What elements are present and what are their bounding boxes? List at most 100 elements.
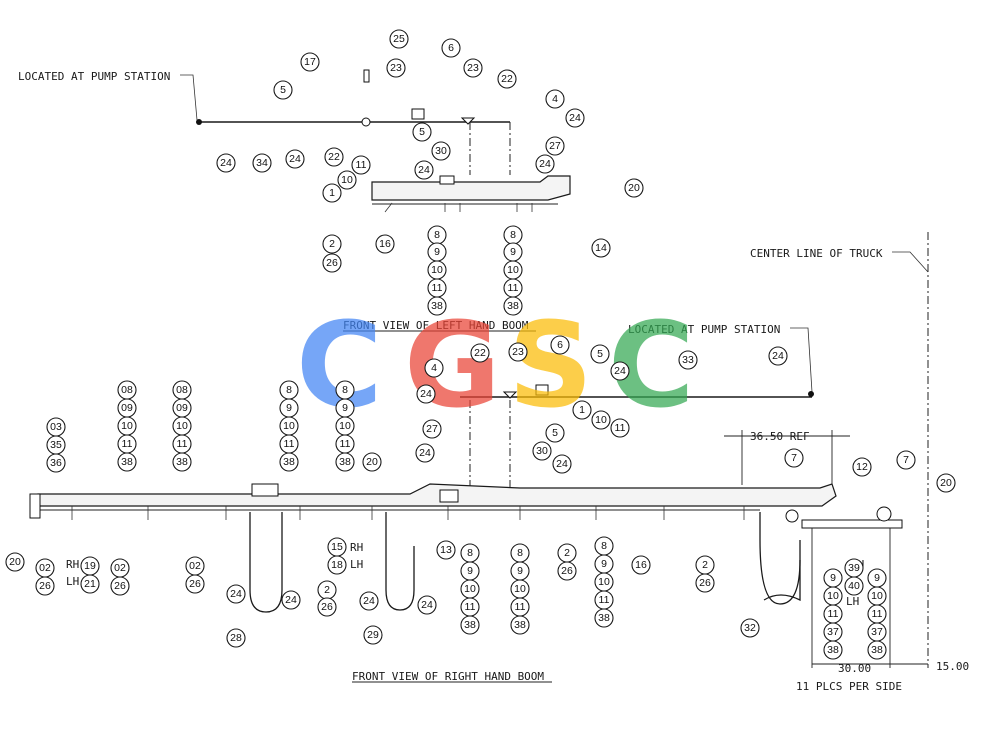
callout-bubble: 5 <box>273 80 293 100</box>
left-tee-fitting <box>361 117 371 127</box>
svg-text:24: 24 <box>418 164 430 176</box>
svg-text:6: 6 <box>557 339 563 351</box>
callout-bubble: 27 <box>545 136 565 156</box>
left-hose-fitting <box>196 119 202 125</box>
lh-label-c: LH <box>846 595 859 608</box>
svg-text:38: 38 <box>598 612 610 624</box>
svg-text:26: 26 <box>39 580 51 592</box>
callout-bubble: 22 <box>470 343 490 363</box>
callout-bubble: 38 <box>460 615 480 635</box>
svg-text:37: 37 <box>871 626 883 638</box>
svg-text:17: 17 <box>304 56 316 68</box>
svg-text:34: 34 <box>256 157 268 169</box>
svg-text:11: 11 <box>828 608 839 620</box>
svg-text:11: 11 <box>508 282 519 294</box>
callout-bubble: 8 <box>594 536 614 556</box>
svg-text:24: 24 <box>420 388 432 400</box>
svg-text:9: 9 <box>286 402 292 414</box>
svg-text:5: 5 <box>597 348 603 360</box>
svg-text:38: 38 <box>514 619 526 631</box>
left-pump-note-leader <box>180 74 198 121</box>
callout-bubble: 10 <box>337 170 357 190</box>
svg-text:24: 24 <box>285 594 297 606</box>
callout-bubble: 2 <box>322 234 342 254</box>
svg-text:8: 8 <box>467 547 473 559</box>
callout-bubble: 38 <box>594 608 614 628</box>
svg-text:10: 10 <box>176 420 188 432</box>
svg-text:11: 11 <box>432 282 443 294</box>
svg-text:20: 20 <box>628 182 640 194</box>
callout-bubble: 26 <box>557 561 577 581</box>
svg-text:10: 10 <box>341 174 353 186</box>
callout-bubble: 5 <box>590 344 610 364</box>
callout-bubble: 16 <box>631 555 651 575</box>
svg-text:02: 02 <box>114 562 126 574</box>
svg-text:13: 13 <box>440 544 452 556</box>
callout-bubble: 37 <box>867 622 887 642</box>
center-line-label: CENTER LINE OF TRUCK <box>750 247 883 260</box>
svg-text:24: 24 <box>614 365 626 377</box>
callout-bubble: 10 <box>823 586 843 606</box>
callout-bubble: 24 <box>226 584 246 604</box>
svg-text:30: 30 <box>435 145 447 157</box>
svg-text:18: 18 <box>331 559 343 571</box>
callout-bubble: 15 <box>327 537 347 557</box>
callout-bubble: 11 <box>460 597 480 617</box>
svg-text:11: 11 <box>615 422 626 434</box>
callout-bubble: 26 <box>695 573 715 593</box>
right-boom-assembly: LOCATED AT PUMP STATION CENTER LINE OF T… <box>29 232 969 693</box>
svg-text:38: 38 <box>121 456 133 468</box>
callout-bubble: 13 <box>436 540 456 560</box>
svg-text:14: 14 <box>595 242 607 254</box>
callout-bubble: 22 <box>497 69 517 89</box>
callout-bubble: 24 <box>417 595 437 615</box>
svg-text:9: 9 <box>874 572 880 584</box>
svg-text:11: 11 <box>599 594 610 606</box>
svg-text:26: 26 <box>326 257 338 269</box>
svg-text:8: 8 <box>286 384 292 396</box>
svg-text:11: 11 <box>356 159 367 171</box>
svg-text:2: 2 <box>329 238 335 250</box>
svg-text:9: 9 <box>517 565 523 577</box>
svg-text:4: 4 <box>431 362 437 374</box>
left-boom-body <box>371 175 571 201</box>
callout-bubble: 26 <box>110 576 130 596</box>
callout-bubble: 8 <box>335 380 355 400</box>
left-nozzle-drops <box>384 202 533 213</box>
callout-bubble: 9 <box>594 554 614 574</box>
callout-bubble: 9 <box>503 242 523 262</box>
callout-bubble: 5 <box>545 423 565 443</box>
callout-bubble: 4 <box>424 358 444 378</box>
svg-text:10: 10 <box>595 414 607 426</box>
callout-bubble: 11 <box>503 278 523 298</box>
center-line-leader <box>892 251 929 273</box>
inner-boom-section <box>801 519 903 529</box>
callout-bubble: 9 <box>510 561 530 581</box>
svg-text:22: 22 <box>328 151 340 163</box>
right-pump-note-leader <box>790 327 813 393</box>
rh-label-a: RH <box>66 558 79 571</box>
callout-bubble: 38 <box>823 640 843 660</box>
svg-text:5: 5 <box>552 427 558 439</box>
svg-text:10: 10 <box>598 576 610 588</box>
svg-text:16: 16 <box>379 238 391 250</box>
dim-30: 30.00 <box>838 662 871 675</box>
ref-dimension: 36.50 REF <box>750 430 810 443</box>
svg-text:27: 27 <box>549 140 561 152</box>
callout-bubble: 9 <box>335 398 355 418</box>
callout-bubble: 10 <box>594 572 614 592</box>
callout-bubble: 10 <box>335 416 355 436</box>
callout-bubble: 11 <box>117 434 137 454</box>
callout-bubble: 11 <box>427 278 447 298</box>
callout-bubble: 21 <box>80 574 100 594</box>
callout-bubble: 8 <box>279 380 299 400</box>
svg-text:38: 38 <box>176 456 188 468</box>
callout-bubble: 24 <box>535 154 555 174</box>
callout-bubble: 27 <box>422 419 442 439</box>
callout-bubble: 11 <box>335 434 355 454</box>
svg-text:23: 23 <box>467 62 479 74</box>
boom-hinge-block <box>251 483 279 497</box>
callout-bubble: 10 <box>867 586 887 606</box>
pivot-left <box>785 509 799 523</box>
svg-text:11: 11 <box>284 438 295 450</box>
